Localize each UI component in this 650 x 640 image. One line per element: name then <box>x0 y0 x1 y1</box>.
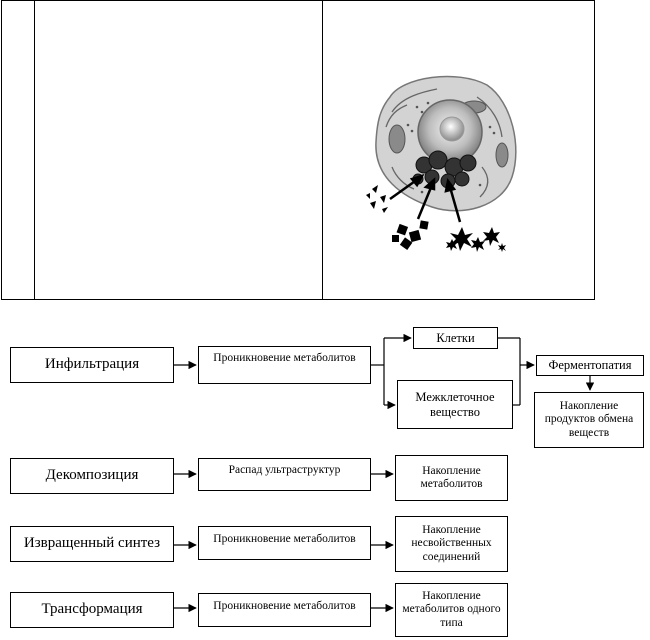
enzymopathy-box: Ферментопатия <box>536 355 644 376</box>
process-box-1: Проникновение метаболитов <box>198 346 371 384</box>
category-decomposition: Декомпозиция <box>10 458 174 494</box>
table-divider-1 <box>34 1 35 299</box>
result-box-4: Накопление метаболитов одного типа <box>395 583 508 637</box>
process-box-3: Проникновение метаболитов <box>198 526 371 560</box>
category-transformation: Трансформация <box>10 592 174 628</box>
result-box-3: Накопление несвойственных соединений <box>395 516 508 572</box>
category-infiltration: Инфильтрация <box>10 347 174 383</box>
cell-illustration-icon <box>366 75 517 252</box>
process-box-4: Проникновение метаболитов <box>198 593 371 627</box>
category-perverted-synthesis: Извращенный синтез <box>10 526 174 562</box>
top-table <box>1 0 595 300</box>
branch-intercellular: Межклеточное вещество <box>397 380 513 429</box>
enzymopathy-result-box: Накопление продуктов обмена веществ <box>534 392 644 448</box>
table-divider-2 <box>322 1 323 299</box>
result-box-2: Накопление метаболитов <box>395 455 508 501</box>
process-box-2: Распад ультраструктур <box>198 458 371 491</box>
branch-cells: Клетки <box>413 327 498 349</box>
